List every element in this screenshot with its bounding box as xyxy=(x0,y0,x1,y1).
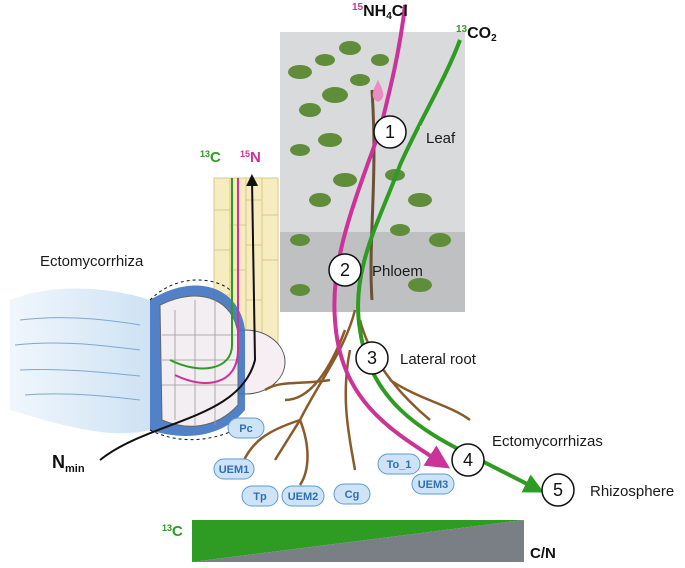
plant-photo xyxy=(280,32,465,312)
cn-gradient-wedge xyxy=(192,520,524,562)
fungi-tag-uem3-label: UEM3 xyxy=(418,479,449,491)
step-2-label: Phloem xyxy=(372,263,423,280)
fungi-tag-pc-label: Pc xyxy=(239,423,252,435)
step-5-label: Rhizosphere xyxy=(590,483,674,500)
step-5-number: 5 xyxy=(553,480,563,500)
nitrogen-flow-arrow xyxy=(332,4,451,469)
step-3-label: Lateral root xyxy=(400,351,477,368)
fungi-tag-uem3: UEM3 xyxy=(411,473,455,495)
fungi-tag-to1: To_1 xyxy=(377,453,421,475)
step-3-number: 3 xyxy=(367,348,377,368)
internal-nitrogen-path xyxy=(174,178,239,384)
nitrogen-isotope-label: 15NH4Cl xyxy=(352,2,408,22)
carbon-formula-main: CO xyxy=(467,25,491,42)
nitrogen-mass-number: 15 xyxy=(352,2,364,13)
cortex-cell-walls xyxy=(162,300,238,425)
step-1-marker: 1 xyxy=(373,115,407,149)
gradient-cn-label: C/N xyxy=(530,545,556,562)
fungi-tag-uem1-label: UEM1 xyxy=(219,464,250,476)
fungi-tag-uem1: UEM1 xyxy=(213,458,255,480)
step-2-number: 2 xyxy=(340,260,350,280)
nitrogen-formula-sub: 4 xyxy=(386,11,392,22)
nitrogen-formula-main: NH xyxy=(363,3,386,20)
fungi-tag-uem2: UEM2 xyxy=(281,485,325,507)
carbon-mass-number: 13 xyxy=(456,24,468,35)
carbon-isotope-label: 13CO2 xyxy=(456,24,497,44)
step-4-label: Ectomycorrhizas xyxy=(492,433,603,450)
step-4-marker: 4 xyxy=(451,443,485,477)
nitrogen-formula-end: Cl xyxy=(392,3,408,20)
ectomycorrhiza-outline xyxy=(149,279,231,441)
step-4-number: 4 xyxy=(463,450,473,470)
step-3-marker: 3 xyxy=(355,341,389,375)
gradient-carbon-label: 13C xyxy=(162,523,183,540)
fungi-tag-uem2-label: UEM2 xyxy=(288,491,319,503)
step-1-label: Leaf xyxy=(426,130,456,147)
carbon-formula-sub: 2 xyxy=(491,33,497,44)
fungi-tag-to1-label: To_1 xyxy=(387,459,412,471)
carbon-flow-arrow xyxy=(356,39,544,493)
droplet-icon xyxy=(372,80,384,102)
root-carbon-label: 13C xyxy=(200,149,221,166)
fungi-tag-tp: Tp xyxy=(241,485,279,507)
step-2-marker: 2 xyxy=(328,253,362,287)
fungi-tag-tp-label: Tp xyxy=(253,491,267,503)
fungal-hyphae xyxy=(10,288,150,434)
root-nitrogen-label: 15N xyxy=(240,149,261,166)
nmin-label: Nmin xyxy=(52,452,85,475)
fungi-tag-cg: Cg xyxy=(333,483,371,505)
fungi-tag-pc: Pc xyxy=(227,417,265,439)
cortex-cells xyxy=(159,295,239,427)
step-5-marker: 5 xyxy=(541,473,575,507)
step-1-number: 1 xyxy=(385,122,395,142)
fungi-tag-cg-label: Cg xyxy=(345,489,360,501)
ectomycorrhiza-label: Ectomycorrhiza xyxy=(40,253,144,270)
internal-carbon-path xyxy=(169,178,233,370)
nmin-uptake-arrow xyxy=(99,174,259,461)
